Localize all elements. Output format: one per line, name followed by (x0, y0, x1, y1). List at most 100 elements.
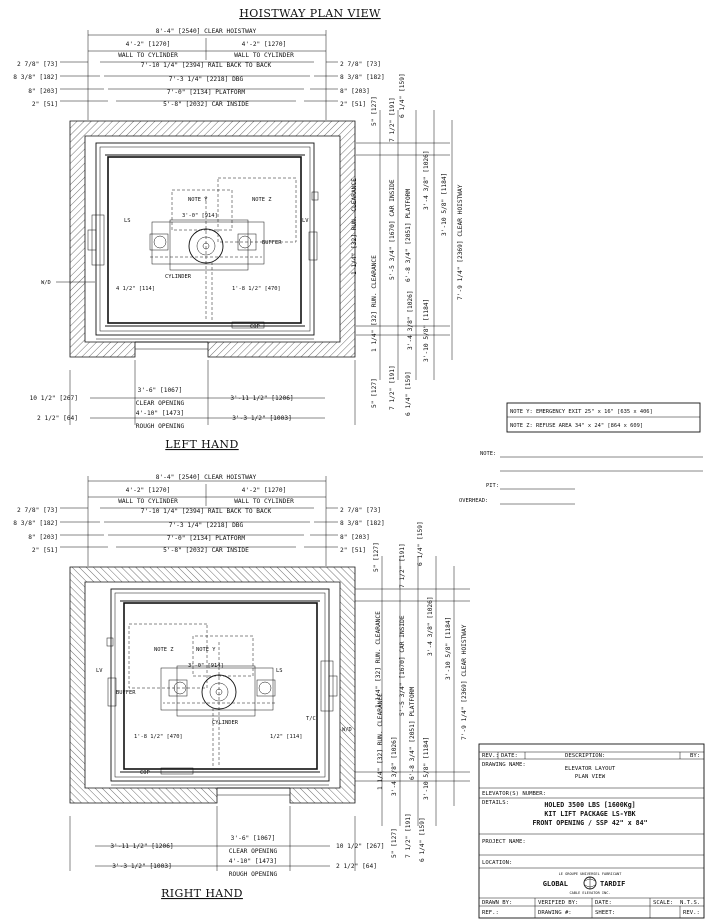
top-horizontal-dims: 8'-4" [2540] CLEAR HOISTWAY 4'-2" [1270]… (87, 28, 327, 120)
side2-right-2: 8 3/8" [182] (340, 520, 385, 527)
logo-right: TARDIF (600, 880, 625, 888)
side-right-2: 8 3/8" [182] (340, 74, 385, 81)
dim2-wall-cyl-b: 4'-2" [1270] (242, 487, 287, 494)
side2-right-4: 2" [51] (340, 547, 366, 554)
tb-date2: DATE: (595, 900, 612, 906)
label-note-y: NOTE Y (188, 197, 208, 203)
vdim2-5: 6 1/4" [159] (417, 521, 424, 566)
br-l2: 3'-3 1/2" [1003] (112, 863, 172, 870)
vdim-3: 7 1/2" [191] (389, 97, 396, 142)
label-one-eight: 1'-8 1/2" [470] (232, 286, 281, 292)
br-c4: ROUGH OPENING (229, 871, 278, 878)
bottom-dims-left-hand: 10 1/2" [267] 2 1/2" [64] 3'-6" [1067] C… (30, 360, 356, 430)
field-note: NOTE: (480, 451, 496, 457)
note-z-text: NOTE Z: REFUSE AREA 34" x 24" [864 x 609… (510, 423, 643, 429)
tb-details-1: HOLED 3500 LBS [1600Kg] (544, 801, 635, 809)
br-r1: 10 1/2" [267] (336, 843, 384, 850)
tb-description: DESCRIPTION: (565, 753, 605, 759)
vdim-13: 5" [127] (371, 378, 378, 408)
dim2-wall-cyl-a: 4'-2" [1270] (126, 487, 171, 494)
label-buffer: BUFFER (262, 240, 282, 246)
global-tardif-logo: LE GROUPE UNIVERSEL FABRICANT GLOBAL TAR… (543, 872, 626, 895)
vdim2-3: 7 1/2" [191] (399, 543, 406, 588)
tb-drawing-name-label: DRAWING NAME: (482, 762, 526, 768)
dim2-wall-cyl-b2: WALL TO CYLINDER (234, 498, 294, 505)
tb-scale-val: N.T.S. (680, 900, 700, 906)
label-note-z: NOTE Z (252, 197, 272, 203)
tb-drawn: DRAWN BY: (482, 900, 512, 906)
label-cop: COP (250, 324, 260, 330)
side-dims-right: 2 7/8" [73] 8 3/8" [182] 8" [203] 2" [51… (304, 61, 385, 108)
dim-car-inside: 5'-8" [2032] CAR INSIDE (163, 101, 249, 108)
tb-details-3: FRONT OPENING / SSP 42" x 84" (532, 819, 647, 827)
label2-note-z: NOTE Z (154, 647, 174, 653)
tb-verified: VERIFIED BY: (538, 900, 578, 906)
label2-ls: LS (276, 668, 283, 674)
vdim-12: 1 1/4" [32] RUN. CLEARANCE (371, 255, 378, 352)
logo-top: LE GROUPE UNIVERSEL FABRICANT (559, 872, 623, 876)
tb-drawing-name-1: ELEVATOR LAYOUT (565, 766, 616, 772)
bl-c4: ROUGH OPENING (136, 423, 185, 430)
side-dims-left-2: 2 7/8" [73] 8 3/8" [182] 8" [203] 2" [51… (13, 507, 108, 554)
vdim2-7: 3'-4 3/8" [1026] (427, 596, 434, 656)
tb-scale: SCALE: (653, 900, 673, 906)
tb-sheet: SHEET: (595, 910, 615, 916)
bl-l2: 2 1/2" [64] (37, 415, 78, 422)
vdim-5: 6 1/4" [159] (399, 73, 406, 118)
label-half-in: 4 1/2" [114] (116, 286, 155, 292)
notes-box: NOTE Y: EMERGENCY EXIT 25" x 16" [635 x … (506, 402, 701, 433)
left-hand-plan: 8'-4" [2540] CLEAR HOISTWAY 4'-2" [1270]… (13, 28, 464, 451)
dim-platform: 7'-0" [2134] PLATFORM (167, 89, 246, 96)
side2-right-1: 2 7/8" [73] (340, 507, 381, 514)
right-hand-caption: RIGHT HAND (161, 887, 243, 900)
br-l1: 3'-11 1/2" [1206] (110, 843, 173, 850)
tb-drawing-name-2: PLAN VIEW (575, 774, 606, 780)
notes-fields: NOTE: PIT: OVERHEAD: (459, 451, 703, 505)
side-left-3: 8" [203] (28, 88, 58, 95)
vdim-10: 3'-10 5/8" [1184] (423, 299, 430, 362)
bl-r2: 3'-3 1/2" [1003] (232, 415, 292, 422)
label-ls: LS (124, 218, 131, 224)
tb-details-2: KIT LIFT PACKAGE LS-YBK (544, 810, 635, 818)
dim2-rail: 7'-10 1/4" [2394] RAIL BACK TO BACK (141, 508, 272, 515)
tb-elevators: ELEVATOR(S) NUMBER: (482, 791, 546, 797)
vdim-1: 5" [127] (371, 96, 378, 126)
label2-wd: W/D (342, 727, 352, 733)
vdim2-15: 6 1/4" [159] (419, 817, 426, 862)
label2-buffer: BUFFER (116, 690, 136, 696)
label2-cop: COP (140, 770, 150, 776)
bl-c2: CLEAR OPENING (136, 400, 185, 407)
vdim2-8: 3'-4 3/8" [1026] (391, 736, 398, 796)
dim2-dbg: 7'-3 1/4" [2218] DBG (169, 522, 244, 529)
side2-left-2: 8 3/8" [182] (13, 520, 58, 527)
note-y-text: NOTE Y: EMERGENCY EXIT 25" x 16" [635 x … (510, 409, 653, 415)
br-c3: 4'-10" [1473] (229, 858, 277, 865)
bl-c1: 3'-6" [1067] (138, 387, 183, 394)
vdim-7: 3'-4 3/8" [1026] (423, 150, 430, 210)
label2-one-eight: 1'-8 1/2" [470] (134, 734, 183, 740)
dim2-platform: 7'-0" [2134] PLATFORM (167, 535, 246, 542)
label-lv: LV (302, 218, 309, 224)
tb-drawing-no: DRAWING #: (538, 910, 572, 916)
vdim2-10: 3'-10 5/8" [1184] (423, 737, 430, 800)
tb-rev2: REV.: (683, 910, 700, 916)
vdim2-12: 1 1/4" [32] RUN. CLEARANCE (377, 693, 384, 790)
vdim2-6: 6'-8 3/4" [2051] PLATFORM (409, 687, 416, 780)
side-left-4: 2" [51] (32, 101, 58, 108)
side2-right-3: 8" [203] (340, 534, 370, 541)
label2-tc: T/C (306, 716, 316, 722)
logo-bottom: CABLE ELEVATOR INC. (569, 891, 610, 895)
bottom-dims-right-hand: 3'-11 1/2" [1206] 3'-3 1/2" [1003] 3'-6"… (69, 806, 384, 878)
side-dims-left: 2 7/8" [73] 8 3/8" [182] 8" [203] 2" [51… (13, 61, 108, 108)
dim2-wall-cyl-a2: WALL TO CYLINDER (118, 498, 178, 505)
dim2-car-inside: 5'-8" [2032] CAR INSIDE (163, 547, 249, 554)
tb-rev: REV.: (482, 753, 499, 759)
vdim2-13: 5" [127] (391, 828, 398, 858)
vdim-9: 3'-10 5/8" [1184] (441, 173, 448, 236)
vdim-15: 6 1/4" [159] (405, 371, 412, 416)
dim-wall-cyl-b: 4'-2" [1270] (242, 41, 287, 48)
vdim-4: 5'-5 3/4" [1670] CAR INSIDE (389, 179, 396, 280)
tb-ref: REF.: (482, 910, 499, 916)
title-block: REV.: DATE: DESCRIPTION: BY: DRAWING NAM… (478, 743, 705, 919)
